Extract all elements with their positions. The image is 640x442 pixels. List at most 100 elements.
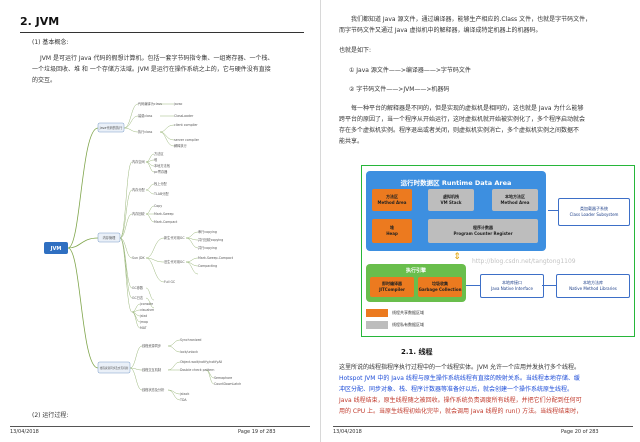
p3-line1: 每一种平台的解释器是不同的，但是实现的虚拟机是相同的，这也就是 Java 为什么… [351,105,584,112]
mindmap-branch-thread [97,361,131,374]
heap-cn: 堆 [390,225,394,230]
vm-stack-en: VM Stack [440,200,462,205]
p3-line3: 存在多个虚拟机实例。程序退出或者关闭，则虚拟机实例消亡，多个虚拟机实例之间数据不 [339,127,580,134]
gc-box: 垃圾收集 Garbage Collection [418,277,462,297]
arrow-exec-to-jni [466,285,480,286]
gc-cn: 垃圾收集 [432,281,448,286]
native-libs-cn: 本地方法库 [583,280,603,285]
mm-leaf: ClassLoader [174,114,194,118]
updown-arrow-icon: ⇕ [453,252,461,262]
mm-item: 装载class [138,113,153,118]
arrow-rda-to-loader [548,210,558,211]
jit-cn: 即时编译器 [382,281,402,286]
footer-rule [10,426,310,427]
mm-leaf: 旧生代可用GC [164,259,185,264]
section-rule [20,32,304,33]
mindmap-branch-memory-label: 内存管理 [103,235,117,240]
mm-item: GC日志 [132,295,144,300]
mm-leaf: jmap [139,320,148,324]
mm-leaf: jconsole [139,302,153,306]
mm-leaf: MAT [140,326,147,330]
class-loader-en: Class Loader Subsystem [569,212,619,217]
para1-line3: 的交互。 [32,77,57,84]
mm-item: 线程资源同步 [142,343,161,348]
para1-line1: JVM 是可运行 Java 代码的假想计算机，包括一套字节码指令集、一组寄存器、… [40,55,274,62]
exec-engine-title: 执行引擎 [405,268,426,274]
left-page: 2. JVM (1) 基本概念: JVM 是可运行 Java 代码的假想计算机，… [10,15,310,435]
pc-en: Program Counter Register [453,231,513,236]
mm-item: 代码编译为class [138,101,162,106]
mm-leaf: visualvm [140,308,154,312]
thread-line3: 冲区分配、同步对象、栈、程序计数器等准备好以后，就会创建一个操作系统原生线程。 [339,386,574,393]
class-loader-box: 类加载器子系统 Class Loader Subsystem [558,198,630,226]
mm-leaf: Object.wait/notify/notifyAll [180,360,222,364]
mm-leaf: Mark-Compact [154,220,178,224]
step2: ② 字节码文件——>JVM——>机器码 [349,86,450,93]
thread-line2: Hotspot JVM 中的 Java 线程与原生操作系统线程有直接的映射关系。… [339,375,580,382]
native-libs-en: Native Method Libraries [569,286,617,291]
mm-leaf: 并行回收copying [198,237,223,242]
mm-leaf: 栈上分配 [154,181,168,186]
vm-stack-box: 虚拟机栈 VM Stack [428,189,474,211]
execution-engine: 执行引擎 即时编译器 JITCompiler 垃圾收集 Garbage Coll… [366,264,466,302]
mm-leaf: 解释执行 [174,143,188,148]
mm-leaf: Synchronized [180,338,201,342]
vm-stack-cn: 虚拟机栈 [443,194,459,199]
runtime-data-area: 运行时数据区 Runtime Data Area 方法区 Method Area… [366,171,546,251]
mm-item: Sun JDK [132,256,145,260]
rda-title: 运行时数据区 Runtime Data Area [400,179,512,187]
step1: ① Java 源文件——>编译器——>字节码文件 [349,67,471,74]
mm-leaf: javac [173,102,183,106]
method-area-box: 方法区 Method Area [372,189,412,211]
mm-leaf: Full GC [164,280,176,284]
mm-item: 线程交互机制 [142,367,161,372]
mm-leaf: 堆 [154,157,158,162]
runtime-diagram: 运行时数据区 Runtime Data Area 方法区 Method Area… [361,165,635,337]
section-title: 2. JVM [20,15,60,28]
mm-leaf: 方法区 [154,151,164,156]
jni-cn: 本地库接口 [502,280,522,285]
mm-leaf: Semaphore [214,376,232,380]
mm-leaf: Compacting [198,264,217,268]
native-method-cn: 本地方法区 [505,194,525,199]
para1-line2: 一个垃圾回收、堆 和 一个存储方法域。JVM 是运行在操作系统之上的，它与硬件没… [32,66,271,73]
p1-line1: 我们都知道 Java 源文件，通过编译器，能够生产相应的.Class 文件，也就… [351,16,592,23]
pc-cn: 程序计数器 [473,225,493,230]
mm-leaf: Mark-Sweep [154,212,174,216]
jni-en: Java Native Interface [491,286,533,291]
heading-thread: 2.1. 线程 [401,348,433,356]
mm-item: 线程状态及分析 [142,387,165,392]
native-method-en: Method Area [500,200,530,205]
pc-register-box: 程序计数器 Program Counter Register [428,219,538,243]
mm-leaf: TLAB分配 [153,191,169,196]
class-loader-cn: 类加载器子系统 [580,206,608,211]
mm-item: 执行class [138,129,153,134]
p3-line4: 能共享。 [339,138,364,145]
method-area-cn: 方法区 [386,194,398,199]
heap-en: Heap [386,231,398,236]
jit-box: 即时编译器 JITCompiler [370,277,414,297]
mm-leaf: Mark-Sweep-Compact [198,256,234,260]
mm-leaf: lock/unlock [180,350,198,354]
legend-shared-label: 线程共享数据区域 [392,310,424,315]
thread-line4: Java 线程结束，原生线程随之被回收。操作系统负责调度所有线程，并把它们分配到… [339,397,582,404]
footer-page: Page 19 of 283 [238,429,276,435]
p1-line2: 而字节码文件又通过 Java 虚拟机中的解释器，编译成特定机器上的机器码。 [339,27,542,34]
mm-item: 内存分配 [132,187,146,192]
mm-leaf: 串行copying [198,229,217,234]
arrow-jni-to-libs [542,285,556,286]
footer-page: Page 20 of 283 [561,429,599,435]
legend-private-label: 线程私有数据区域 [392,322,424,327]
mm-item: 内存回收 [132,211,146,216]
mm-leaf: pc寄存器 [154,169,168,174]
mm-leaf: jstat [139,314,148,318]
subheading-run-process: (2) 运行过程: [32,412,69,419]
footer-date: 13/04/2018 [10,429,39,435]
mm-item: 内存空间 [132,159,145,164]
p2: 也就是如下: [339,47,372,54]
footer-date: 13/04/2018 [333,429,362,435]
method-area-en: Method Area [377,200,407,205]
thread-line1: 这里所说的线程指程序执行过程中的一个线程实体。JVM 允许一个应用并发执行多个线… [339,364,580,371]
mindmap-branch-exec [97,122,125,133]
mindmap-branch-exec-label: Java代码的执行 [99,125,123,130]
